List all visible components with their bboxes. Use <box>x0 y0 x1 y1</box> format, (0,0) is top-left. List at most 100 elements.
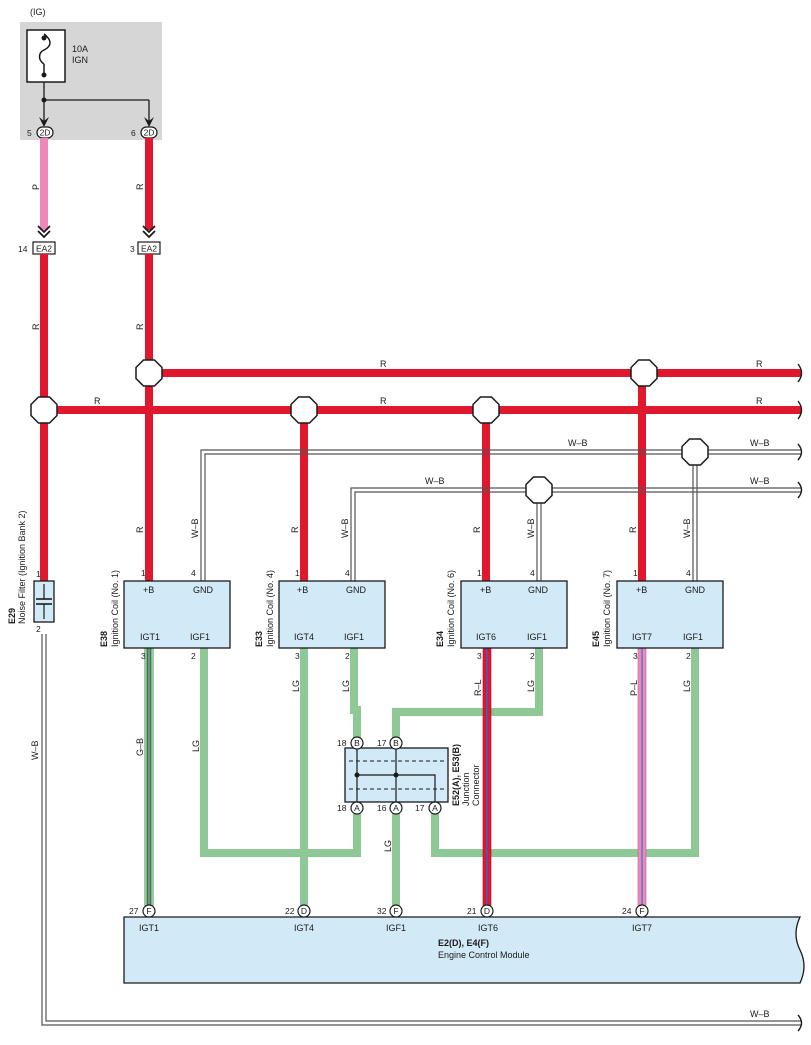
pin-number: 2 <box>530 651 535 661</box>
ecm-pin-igt1: F 27 IGT1 <box>129 904 159 933</box>
wire-label-lg: LG <box>191 740 201 752</box>
wire-label-wb: W–B <box>750 438 770 448</box>
wire-r <box>145 254 153 581</box>
splice-octagon <box>681 438 709 466</box>
wire-r-bus-upper <box>149 369 801 377</box>
connector-ea2-b: EA2 <box>137 241 161 255</box>
pin-number: 1 <box>141 568 146 578</box>
wire-label-wb: W–B <box>526 518 536 538</box>
wire-r <box>145 138 153 230</box>
wire-label-r: R <box>472 526 482 533</box>
terminal-label: IGF1 <box>344 632 364 642</box>
wire-label-r: R <box>135 183 145 190</box>
terminal-label: GND <box>528 585 549 595</box>
splice-group <box>30 359 709 504</box>
wire-label-p: P <box>31 184 41 190</box>
splice-octagon <box>630 359 658 387</box>
svg-text:B: B <box>393 738 399 748</box>
splice-octagon <box>290 396 318 424</box>
junction-name-2: Connector <box>471 764 481 806</box>
pin-number: 1 <box>36 569 41 579</box>
wire-label-lg: LG <box>383 840 393 852</box>
noise-filter-name: Noise Filter (Ignition Bank 2) <box>17 510 27 624</box>
svg-text:IGT4: IGT4 <box>294 923 314 933</box>
ignition-coil-4: +B GND IGT4 IGF1 1 4 3 2 E33 Ignition Co… <box>254 568 386 661</box>
ecm-code: E2(D), E4(F) <box>438 938 489 948</box>
engine-control-module: E2(D), E4(F) Engine Control Module <box>123 916 805 984</box>
svg-text:21: 21 <box>467 906 477 916</box>
pin-number: 4 <box>530 568 535 578</box>
svg-text:2D: 2D <box>144 128 155 138</box>
svg-text:27: 27 <box>129 906 139 916</box>
terminal-label: IGF1 <box>190 632 210 642</box>
splice-octagon <box>30 396 58 424</box>
svg-text:16: 16 <box>377 803 387 813</box>
terminal-label: GND <box>685 585 706 595</box>
pin-number: 1 <box>295 568 300 578</box>
wire-label-wb: W–B <box>750 1009 770 1019</box>
svg-text:D: D <box>301 906 307 916</box>
terminal-label: +B <box>143 585 154 595</box>
svg-text:IGF1: IGF1 <box>386 923 406 933</box>
arrow-icon <box>144 117 154 127</box>
terminal-label: IGF1 <box>683 632 703 642</box>
svg-text:32: 32 <box>377 906 387 916</box>
pin-number: 5 <box>27 128 32 138</box>
pin-number: 1 <box>477 568 482 578</box>
pin-number: 2 <box>345 651 350 661</box>
svg-text:F: F <box>146 906 151 916</box>
wire-label-wb: W–B <box>568 438 588 448</box>
junction-pin-bottom-2: A 16 <box>377 801 403 815</box>
wire-label-lg: LG <box>291 680 301 692</box>
wire-p <box>40 138 48 230</box>
svg-text:A: A <box>393 803 399 813</box>
svg-text:IGT7: IGT7 <box>632 923 652 933</box>
wire-label-wb: W–B <box>750 476 770 486</box>
splice-octagon <box>525 476 553 504</box>
pin-number: 2 <box>191 651 196 661</box>
pin-number: 4 <box>191 568 196 578</box>
wire-label-wb: W–B <box>682 518 692 538</box>
junction-pin-top-1: B 18 <box>337 736 364 750</box>
noise-filter <box>33 580 55 623</box>
pin-number: 2 <box>36 624 41 634</box>
component-code: E34 <box>435 631 445 647</box>
wire-label-pl: P–L <box>629 680 639 696</box>
power-source-label: (IG) <box>30 7 46 17</box>
pin-number: 3 <box>141 651 146 661</box>
terminal-label: GND <box>346 585 367 595</box>
junction-connector <box>344 747 449 803</box>
pin-number: 6 <box>131 128 136 138</box>
junction-pin-bottom-1: A 18 <box>337 801 364 815</box>
pin-number: 4 <box>345 568 350 578</box>
connector-ea2-a: EA2 <box>32 241 56 255</box>
terminal-label: GND <box>193 585 214 595</box>
svg-text:IGT6: IGT6 <box>478 923 498 933</box>
svg-text:D: D <box>484 906 490 916</box>
terminal-label: IGT6 <box>476 632 496 642</box>
splice-octagon <box>472 396 500 424</box>
pin-number: 4 <box>686 568 691 578</box>
pin-number: 14 <box>18 244 28 254</box>
ign-fuse <box>26 29 66 83</box>
ignition-coil-6: +B GND IGT6 IGF1 1 4 3 2 E34 Ignition Co… <box>435 568 568 661</box>
ecm-pin-igf1: F 32 IGF1 <box>377 904 406 933</box>
terminal-label: IGT1 <box>140 632 160 642</box>
wire-label-lg: LG <box>526 680 536 692</box>
svg-text:17: 17 <box>377 738 387 748</box>
wire-r <box>482 410 490 581</box>
wire-r <box>638 373 646 581</box>
wire-label-rl: R–L <box>473 679 483 696</box>
wire-r-bus-lower <box>44 406 801 414</box>
arrow-icon <box>39 117 49 127</box>
ecm-name: Engine Control Module <box>438 950 530 960</box>
ecm-pin-igt4: D 22 IGT4 <box>285 904 314 933</box>
wire-label-r: R <box>380 396 387 406</box>
svg-text:A: A <box>432 803 438 813</box>
svg-text:F: F <box>639 906 644 916</box>
junction-pin-bottom-3: A 17 <box>415 801 442 815</box>
svg-text:F: F <box>393 906 398 916</box>
wire-label-wb: W–B <box>425 476 445 486</box>
ignition-coil-7: +B GND IGT7 IGF1 1 4 3 2 E45 Ignition Co… <box>591 568 724 661</box>
terminal-label: +B <box>636 585 647 595</box>
